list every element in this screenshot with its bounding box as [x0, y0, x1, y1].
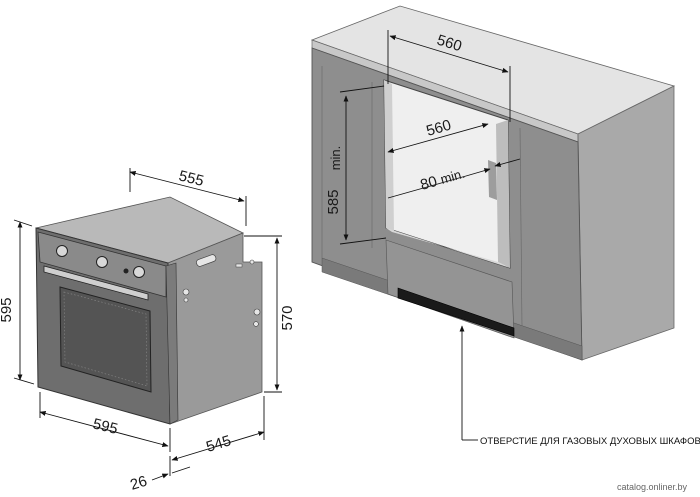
- cabinet-dimension-lines: [339, 30, 521, 441]
- knob-icon: [56, 245, 68, 257]
- door-handle: [43, 265, 149, 301]
- dim-oven-body-height: 570: [279, 305, 296, 330]
- dimension-labels: 555 595 595 545 26 570 560 560 585 min. …: [0, 32, 700, 494]
- dim-oven-width-top: 555: [177, 167, 205, 190]
- dim-oven-door-depth: 26: [128, 473, 149, 494]
- dim-vent-gap: 80: [418, 173, 439, 194]
- gas-vent-opening: [397, 287, 515, 337]
- watermark: catalog.onliner.by: [617, 482, 688, 492]
- dim-oven-width-front: 595: [91, 415, 119, 438]
- gas-oven-vent-note: ОТВЕРСТИЕ ДЛЯ ГАЗОВЫХ ДУХОВЫХ ШКАФОВ: [480, 436, 700, 447]
- dim-niche-width-top: 560: [435, 32, 464, 56]
- oven-dimension-lines: [13, 168, 282, 481]
- dim-niche-width-inner: 560: [424, 117, 453, 140]
- knob-icon: [133, 266, 145, 278]
- cabinet-drawing: [310, 5, 676, 361]
- dim-niche-height-min: min.: [328, 146, 343, 171]
- dim-oven-height: 595: [0, 297, 15, 322]
- oven-drawing: [35, 196, 263, 425]
- indicator-light-icon: [123, 268, 129, 274]
- door-window: [59, 286, 152, 393]
- dim-oven-depth: 545: [204, 432, 233, 456]
- dim-niche-height: 585: [325, 189, 342, 214]
- dim-vent-gap-min: min.: [439, 166, 467, 187]
- knob-icon: [96, 256, 108, 268]
